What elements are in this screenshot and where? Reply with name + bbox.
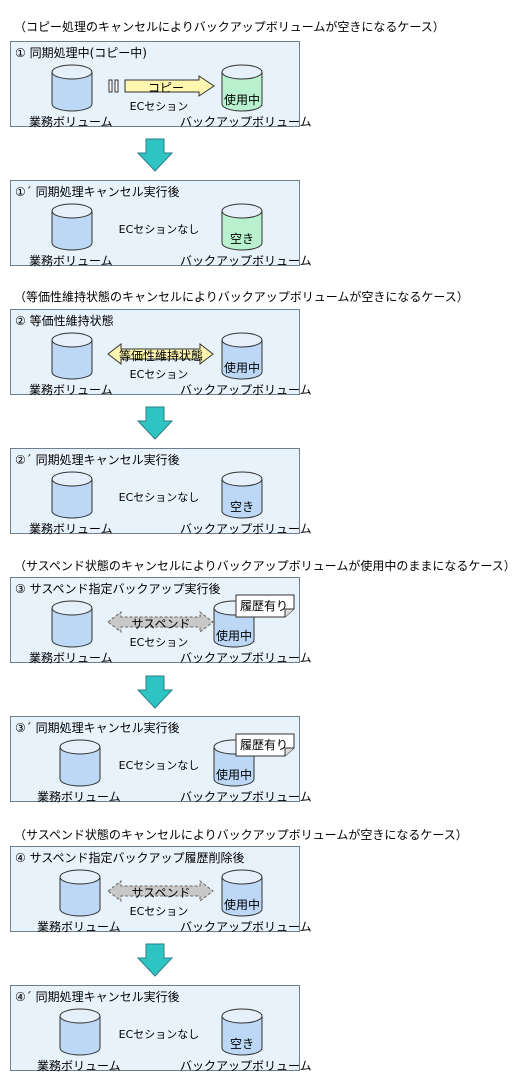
backup-volume-label: バックアップボリューム	[180, 254, 312, 268]
panel: ①´ 同期処理キャンセル実行後空き業務ボリューム バックアップボリューム ECセショ…	[10, 180, 312, 268]
ec-session-label: ECセションなし	[118, 491, 200, 504]
backup-volume-state: 使用中	[215, 768, 253, 782]
down-arrow-icon	[136, 675, 174, 709]
backup-volume-icon	[221, 1008, 263, 1056]
panel-title: ② 等価性維持状態	[15, 314, 114, 328]
backup-volume-state: 使用中	[215, 629, 253, 643]
arrow-label: サスペンド	[131, 617, 191, 631]
business-volume-icon	[51, 64, 93, 112]
backup-volume-state: 空き	[229, 1037, 255, 1051]
copy-arrow	[108, 75, 215, 97]
down-arrow-icon	[136, 943, 174, 977]
backup-volume-state: 使用中	[223, 93, 261, 107]
panel: ④´ 同期処理キャンセル実行後空き業務ボリューム バックアップボリューム ECセショ…	[10, 985, 312, 1073]
panel: ① 同期処理中(コピー中) 使用中業務ボリューム バックアップボリューム ECセション…	[10, 41, 312, 129]
backup-volume-label: バックアップボリューム	[180, 115, 312, 129]
history-note-text: 履歴有り	[240, 738, 289, 752]
history-note	[235, 594, 295, 618]
business-volume-icon	[51, 471, 93, 519]
backup-volume-state: 空き	[229, 500, 255, 514]
arrow-label: サスペンド	[131, 886, 191, 900]
section-heading: （等価性維持状態のキャンセルによりバックアップボリュームが空きになるケース）	[14, 290, 469, 304]
business-volume-icon	[51, 203, 93, 251]
panel-title: ④ サスペンド指定バックアップ履歴削除後	[15, 851, 245, 865]
ec-session-label: ECセション	[129, 368, 189, 381]
panel-title: ① 同期処理中(コピー中)	[15, 46, 147, 60]
business-volume-label: 業務ボリューム	[29, 383, 113, 397]
ec-session-label: ECセション	[129, 636, 189, 649]
business-volume-icon	[59, 739, 101, 787]
panel-title: ②´ 同期処理キャンセル実行後	[15, 453, 180, 467]
down-arrow-icon	[136, 406, 174, 440]
panel: ② 等価性維持状態使用中業務ボリューム バックアップボリューム ECセション 等価性維…	[10, 309, 312, 397]
backup-volume-icon	[221, 203, 263, 251]
backup-volume-icon	[221, 64, 263, 112]
section-heading: （サスペンド状態のキャンセルによりバックアップボリュームが使用中のままになるケー…	[14, 559, 516, 573]
business-volume-icon	[59, 869, 101, 917]
panel: ③ サスペンド指定バックアップ実行後使用中業務ボリューム バックアップボリューム E…	[10, 577, 312, 665]
arrow-label: 等価性維持状態	[118, 349, 204, 363]
history-note	[235, 733, 295, 757]
panel-title: ④´ 同期処理キャンセル実行後	[15, 990, 180, 1004]
backup-volume-icon	[221, 332, 263, 380]
ec-session-label: ECセションなし	[118, 759, 200, 772]
panel: ③´ 同期処理キャンセル実行後使用中業務ボリューム バックアップボリューム ECセシ…	[10, 716, 312, 804]
panel: ④ サスペンド指定バックアップ履歴削除後使用中業務ボリューム バックアップボリュー…	[10, 846, 312, 934]
backup-volume-label: バックアップボリューム	[180, 1059, 312, 1073]
backup-volume-label: バックアップボリューム	[180, 383, 312, 397]
panel-title: ①´ 同期処理キャンセル実行後	[15, 185, 180, 199]
business-volume-icon	[59, 1008, 101, 1056]
suspend-arrow	[107, 879, 214, 903]
business-volume-label: 業務ボリューム	[37, 790, 121, 804]
section-heading: （コピー処理のキャンセルによりバックアップボリュームが空きになるケース）	[14, 20, 445, 34]
business-volume-icon	[51, 332, 93, 380]
down-arrow-icon	[136, 138, 174, 172]
equivalence-arrow	[107, 342, 214, 366]
backup-volume-icon	[221, 869, 263, 917]
ec-session-label: ECセション	[129, 100, 189, 113]
panel-title: ③ サスペンド指定バックアップ実行後	[15, 582, 221, 596]
ec-session-label: ECセションなし	[118, 223, 200, 236]
section-heading: （サスペンド状態のキャンセルによりバックアップボリュームが空きになるケース）	[14, 828, 468, 842]
backup-volume-state: 空き	[229, 232, 255, 246]
backup-volume-label: バックアップボリューム	[180, 790, 312, 804]
business-volume-label: 業務ボリューム	[37, 1059, 121, 1073]
arrow-label: コピー	[147, 81, 185, 95]
business-volume-icon	[51, 600, 93, 648]
backup-volume-label: バックアップボリューム	[180, 651, 312, 665]
business-volume-label: 業務ボリューム	[37, 920, 121, 934]
business-volume-label: 業務ボリューム	[29, 115, 113, 129]
history-note-text: 履歴有り	[240, 599, 289, 613]
panel-title: ③´ 同期処理キャンセル実行後	[15, 721, 180, 735]
ec-session-label: ECセション	[129, 905, 189, 918]
business-volume-label: 業務ボリューム	[29, 522, 113, 536]
business-volume-label: 業務ボリューム	[29, 651, 113, 665]
ec-session-label: ECセションなし	[118, 1028, 200, 1041]
backup-volume-label: バックアップボリューム	[180, 522, 312, 536]
suspend-arrow	[107, 610, 214, 634]
backup-volume-icon	[221, 471, 263, 519]
backup-volume-state: 使用中	[223, 898, 261, 912]
backup-volume-state: 使用中	[223, 361, 261, 375]
business-volume-label: 業務ボリューム	[29, 254, 113, 268]
panel: ②´ 同期処理キャンセル実行後空き業務ボリューム バックアップボリューム ECセショ…	[10, 448, 312, 536]
backup-volume-label: バックアップボリューム	[180, 920, 312, 934]
